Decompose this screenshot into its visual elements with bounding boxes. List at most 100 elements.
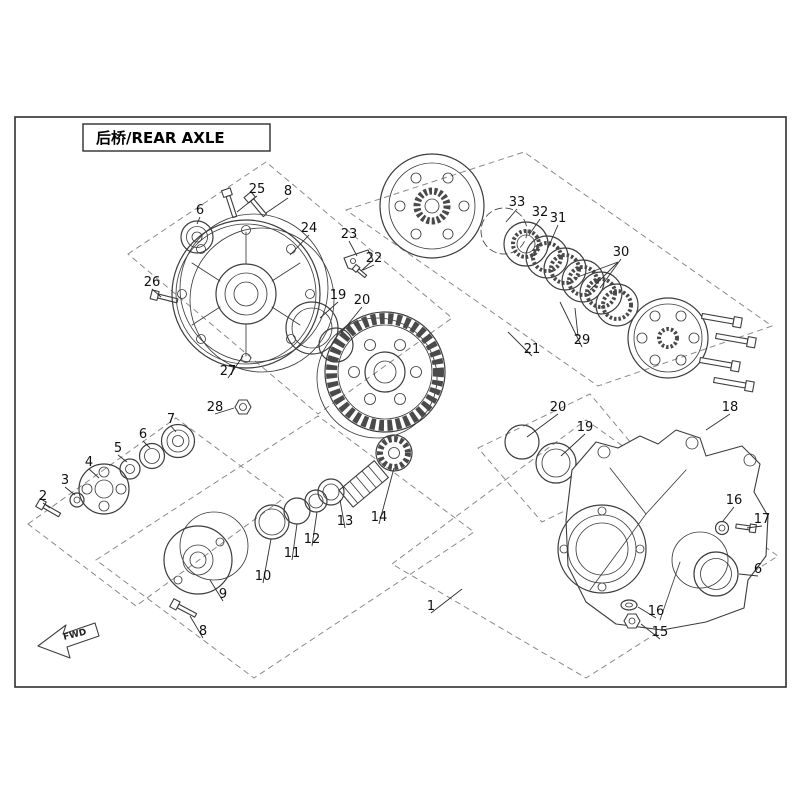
callout-leader-27: [227, 355, 244, 379]
callout-leader-25: [236, 195, 258, 213]
callout-4: 4: [85, 455, 93, 470]
callout-leader-3: [64, 486, 76, 496]
circlip-33: [480, 207, 528, 255]
callout-30: 30: [613, 245, 630, 260]
oring-20: [318, 327, 354, 363]
callout-19: 19: [577, 420, 594, 435]
pinion-shaft-13: [338, 460, 389, 508]
callout-5: 5: [114, 441, 122, 456]
callout-leader-16: [722, 506, 735, 522]
fwd-arrow-icon: FWD: [37, 622, 100, 659]
callout-leader-8: [265, 197, 289, 214]
gasket-10: [254, 504, 290, 540]
oring-11: [283, 497, 311, 525]
callout-29: 29: [574, 333, 591, 348]
callout-25: 25: [249, 182, 266, 197]
bolt-2: [35, 498, 62, 518]
bracket-23: [343, 249, 374, 273]
callout-9: 9: [219, 587, 227, 602]
ring-gear-21: [316, 311, 446, 439]
bolt-8-bottom: [169, 598, 198, 618]
callout-8: 8: [284, 184, 292, 199]
callout-leader-5: [117, 454, 128, 463]
washer-16-right: [714, 520, 730, 536]
hub-small-parts: [35, 423, 196, 518]
callout-leader-15: [640, 623, 661, 640]
gearcase-housing-18: [557, 429, 769, 631]
callout-leader-8: [189, 615, 204, 639]
callout-leader-6: [738, 573, 759, 577]
callout-leader-16: [637, 606, 657, 619]
seal-19-right: [535, 442, 577, 484]
callout-7: 7: [167, 412, 175, 427]
stud-bolt-1: [701, 312, 743, 329]
callout-leader-19: [319, 301, 339, 319]
callout-leader-12: [311, 511, 318, 547]
callout-leader-6: [142, 440, 151, 449]
carrier-plate-27: [171, 213, 335, 373]
callout-15: 15: [652, 625, 669, 640]
callout-1: 1: [427, 599, 435, 614]
callout-31: 31: [550, 211, 567, 226]
bolt-25: [221, 187, 238, 219]
callout-30-extra-leader: [574, 261, 619, 279]
callout-16: 16: [726, 493, 743, 508]
callout-leader-14: [378, 467, 395, 525]
plug-28: [234, 399, 252, 415]
flange-hub-right: [627, 297, 709, 379]
callout-32: 32: [532, 205, 549, 220]
callout-leader-20: [340, 306, 363, 334]
callout-leader-4: [88, 468, 100, 479]
group-outline-plate: [127, 161, 453, 415]
bolt-26: [149, 289, 179, 304]
callout-leader-33: [505, 208, 518, 223]
pinion-gear-14: [375, 434, 413, 472]
callout-19: 19: [330, 288, 347, 303]
gasket-24: [189, 227, 335, 373]
callout-leader-2: [42, 502, 51, 509]
callout-leader-9: [209, 579, 224, 602]
washer-5: [119, 458, 141, 480]
callout-leader-17: [746, 525, 763, 529]
page-title: 后桥/REAR AXLE: [96, 129, 225, 147]
callout-leader-30: [599, 258, 622, 289]
callout-30-extra-leader: [589, 261, 619, 291]
callout-leader-29: [559, 301, 583, 348]
washer-3: [69, 492, 85, 508]
callout-23: 23: [341, 227, 358, 242]
seal-6-left: [138, 442, 166, 470]
callout-leader-7: [170, 425, 177, 433]
callout-22: 22: [366, 251, 383, 266]
callout-26: 26: [144, 275, 161, 290]
callout-16: 16: [648, 604, 665, 619]
callout-20: 20: [354, 293, 371, 308]
stud-bolt-2: [715, 332, 757, 349]
callout-24: 24: [301, 221, 318, 236]
callout-28: 28: [207, 400, 224, 415]
callout-18: 18: [722, 400, 739, 415]
callout-leader-21: [507, 331, 533, 357]
callout-29-extra-leader: [574, 307, 579, 337]
callout-leader-28: [214, 407, 235, 415]
callout-13: 13: [337, 514, 354, 529]
callout-12: 12: [304, 532, 321, 547]
callout-leader-20: [526, 413, 559, 438]
callout-leader-1: [430, 588, 463, 614]
bearing-carrier-plate-assembly: [149, 187, 374, 415]
callout-leader-19: [560, 433, 586, 457]
washer-16-bottom: [620, 599, 638, 611]
callout-11: 11: [284, 546, 301, 561]
callout-14: 14: [371, 510, 388, 525]
callout-17: 17: [754, 512, 771, 527]
differential-assembly: [379, 153, 757, 393]
callout-6: 6: [754, 562, 762, 577]
callout-leader-23: [348, 240, 358, 257]
ring-12: [304, 489, 328, 513]
callout-leader-31: [547, 224, 559, 249]
callout-6: 6: [196, 203, 204, 218]
stud-bolt-3: [699, 356, 741, 373]
bearing-7: [160, 423, 196, 459]
drain-plug-15: [623, 613, 641, 629]
